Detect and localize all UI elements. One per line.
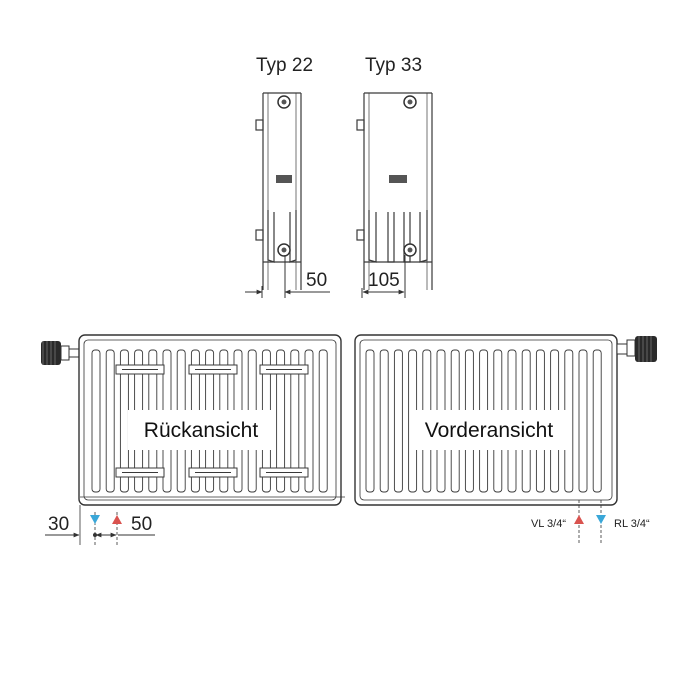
radiator-fin: [393, 349, 403, 493]
radiator-fin: [592, 349, 602, 493]
spacing-dimension-label: 50: [131, 514, 152, 535]
typ33-depth-label: 105: [368, 270, 400, 291]
return-arrow-icon: [90, 515, 100, 524]
rear-view-label: Rückansicht: [144, 419, 259, 442]
typ22-depth-label: 50: [306, 270, 327, 291]
bracket-icon: [389, 175, 407, 183]
radiator-fin: [276, 349, 286, 493]
front-view-radiator: Vorderansicht: [354, 334, 657, 506]
radiator-fin: [105, 349, 115, 493]
radiator-fin: [304, 349, 314, 493]
radiator-fin: [365, 349, 375, 493]
offset-dimension-label: 30: [48, 514, 69, 535]
typ22-label: Typ 22: [256, 55, 313, 76]
typ33-label: Typ 33: [365, 55, 422, 76]
radiator-fin: [379, 349, 389, 493]
bracket-icon: [276, 175, 292, 183]
radiator-fin: [91, 349, 101, 493]
rear-view-radiator: Rückansicht: [41, 334, 345, 506]
flow-arrow-icon: [112, 515, 122, 524]
thermostat-head-icon: [616, 336, 657, 362]
flow-arrow-icon: [574, 515, 584, 524]
return-connection-label: RL 3/4“: [614, 518, 650, 530]
radiator-fin: [290, 349, 300, 493]
radiator-fin: [318, 349, 328, 493]
front-connections: VL 3/4“ RL 3/4“: [531, 500, 650, 545]
rear-dimensions: 30 50: [45, 505, 155, 545]
side-view-typ33: Typ 33 105: [356, 55, 433, 298]
flow-connection-label: VL 3/4“: [531, 518, 566, 530]
front-view-label: Vorderansicht: [425, 419, 554, 442]
thermostat-head-icon: [41, 341, 81, 365]
radiator-fin: [578, 349, 588, 493]
side-view-typ22: Typ 22 50: [245, 55, 330, 298]
return-arrow-icon: [596, 515, 606, 524]
